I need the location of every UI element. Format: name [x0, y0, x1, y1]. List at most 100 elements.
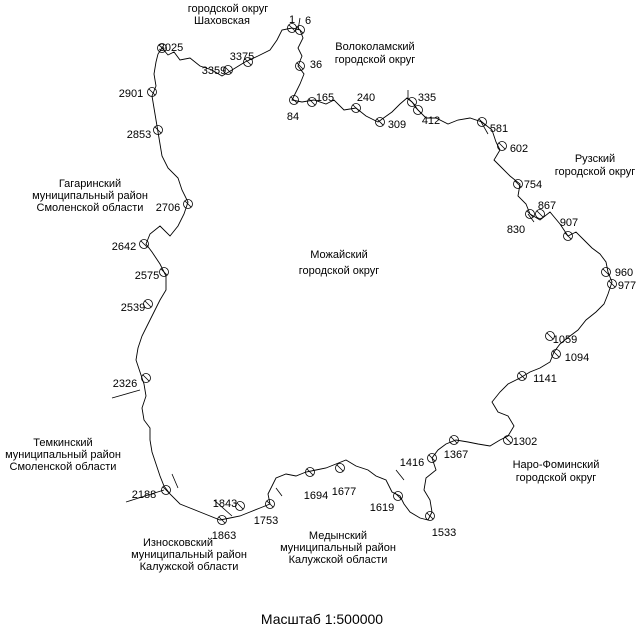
boundary-marker-tick — [296, 62, 304, 70]
neighbor-gagarin-line1: Гагаринский — [59, 178, 121, 190]
neighbor-medyn-line1: Медынский — [309, 530, 367, 542]
boundary-marker — [183, 199, 193, 209]
boundary-marker — [427, 453, 437, 463]
center-label-line2: городской округ — [299, 265, 380, 277]
neighbor-medyn-line2: муниципальный район — [280, 542, 396, 554]
boundary-marker-label: 1367 — [444, 449, 468, 461]
boundary-marker — [159, 267, 169, 277]
boundary-marker — [153, 125, 163, 135]
boundary-marker — [139, 239, 149, 249]
boundary-marker — [551, 349, 561, 359]
boundary-marker-label: 240 — [357, 92, 375, 104]
boundary-marker-label: 867 — [538, 200, 556, 212]
boundary-marker-label: 960 — [615, 267, 633, 279]
boundary-marker — [477, 117, 487, 127]
boundary-marker-tick — [154, 126, 162, 134]
boundary-marker-tick — [552, 350, 560, 358]
center-label-line1: Можайский — [310, 249, 368, 261]
boundary-marker-tick — [602, 268, 610, 276]
boundary-marker-label: 1094 — [565, 352, 589, 364]
boundary-marker-tick — [414, 106, 422, 114]
boundary-marker-tick — [288, 24, 296, 32]
boundary-marker — [375, 117, 385, 127]
boundary-marker-tick — [142, 374, 150, 382]
boundary-marker-tick — [306, 468, 314, 476]
boundary-marker-tick — [290, 96, 298, 104]
boundary-marker — [513, 179, 523, 189]
boundary-marker-tick — [498, 142, 506, 150]
boundary-marker — [449, 435, 459, 445]
boundary-marker-label: 3025 — [159, 42, 183, 54]
boundary-marker-label: 412 — [422, 115, 440, 127]
boundary-marker-tick — [184, 200, 192, 208]
neighbor-volokolamsk-line2: городской округ — [335, 54, 416, 66]
boundary-marker — [545, 331, 555, 341]
boundary-marker-tick — [162, 486, 170, 494]
boundary-marker — [287, 23, 297, 33]
boundary-marker-label: 830 — [507, 224, 525, 236]
boundary-marker — [265, 499, 275, 509]
boundary-marker-label: 1863 — [212, 530, 236, 542]
scale-label: Масштаб 1:500000 — [260, 611, 384, 627]
boundary-marker-label: 335 — [418, 92, 436, 104]
boundary-marker-label: 84 — [287, 111, 299, 123]
boundary-marker-tick — [158, 44, 166, 52]
boundary-marker-tick — [236, 502, 244, 510]
boundary-marker — [235, 501, 245, 511]
neighbor-gagarin-line2: муниципальный район — [32, 190, 148, 202]
neighbor-iznoskovo-line2: муниципальный район — [131, 549, 247, 561]
boundary-marker — [141, 373, 151, 383]
boundary-marker-tick — [352, 104, 360, 112]
boundary-marker — [525, 209, 535, 219]
boundary-marker — [217, 515, 227, 525]
boundary-marker-tick — [336, 464, 344, 472]
boundary-marker-label: 1416 — [400, 457, 424, 469]
boundary-marker-label: 1 — [289, 14, 295, 26]
boundary-marker — [157, 43, 167, 53]
boundary-marker — [289, 95, 299, 105]
boundary-marker — [413, 105, 423, 115]
boundary-marker-tick — [504, 436, 512, 444]
boundary-marker — [161, 485, 171, 495]
boundary-marker-tick — [564, 232, 572, 240]
boundary-marker-label: 309 — [388, 119, 406, 131]
neighbor-gagarin-line3: Смоленской области — [37, 202, 144, 214]
boundary-marker-label: 1533 — [432, 527, 456, 539]
boundary-marker — [393, 491, 403, 501]
boundary-marker-label: 165 — [316, 92, 334, 104]
neighbor-medyn-line3: Калужской области — [289, 554, 388, 566]
boundary-marker-tick — [608, 280, 616, 288]
boundary-marker-tick — [408, 98, 416, 106]
boundary-marker-tick — [526, 210, 534, 218]
boundary-marker-label: 2901 — [119, 88, 143, 100]
boundary-marker-tick — [518, 372, 526, 380]
boundary-marker-tick — [514, 180, 522, 188]
boundary-marker-tick — [218, 516, 226, 524]
boundary-marker-tick — [140, 240, 148, 248]
boundary-markers — [139, 23, 617, 525]
boundary-marker — [517, 371, 527, 381]
boundary-marker-label: 977 — [618, 280, 636, 292]
boundary-marker-label: 1843 — [213, 498, 237, 510]
boundary-marker-label: 2642 — [112, 241, 136, 253]
neighbor-shakhovskaya-line1: городской округ — [188, 3, 269, 15]
boundary-marker-label: 2575 — [135, 270, 159, 282]
neighbor-naro-fominsk-line2: городской округ — [516, 472, 597, 484]
boundary-marker-label: 3375 — [230, 51, 254, 63]
boundary-marker-label: 1302 — [513, 436, 537, 448]
boundary-marker — [497, 141, 507, 151]
boundary-marker-tick — [428, 454, 436, 462]
boundary-marker-label: 1753 — [254, 515, 278, 527]
neighbor-temkino-line1: Темкинский — [33, 437, 92, 449]
boundary-marker-label: 1141 — [533, 373, 557, 385]
boundary-marker — [143, 299, 153, 309]
boundary-marker-label: 2326 — [113, 378, 137, 390]
boundary-marker — [503, 435, 513, 445]
boundary-marker — [223, 65, 233, 75]
boundary-marker-label: 1694 — [304, 490, 328, 502]
boundary-marker-label: 3359 — [202, 65, 226, 77]
boundary-spurs — [111, 17, 535, 517]
neighbor-iznoskovo-line3: Калужской области — [140, 561, 239, 573]
